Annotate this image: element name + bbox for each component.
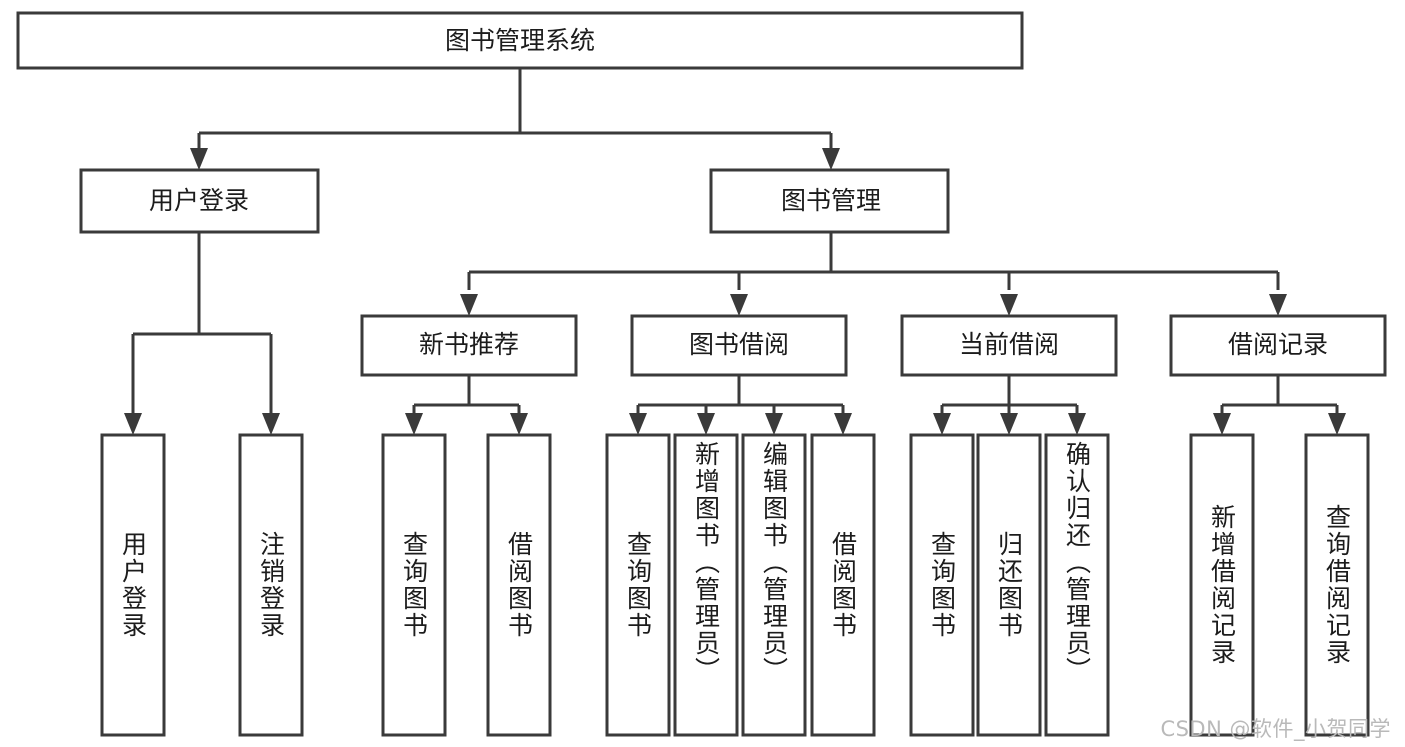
node-root[interactable] bbox=[16, 11, 1024, 70]
leaf-box-newbook-1[interactable] bbox=[381, 433, 447, 737]
connector-group-user-login bbox=[131, 232, 273, 413]
arrow-root-to-book-manage bbox=[822, 148, 840, 170]
node-user-login[interactable] bbox=[79, 168, 320, 234]
node-book-manage-label: 图书管理 bbox=[781, 186, 881, 215]
arrow-bookborrow-leaf-3 bbox=[765, 413, 783, 435]
arrow-bookmanage-to-borrow bbox=[730, 294, 748, 316]
node-new-book-recommend-label: 新书推荐 bbox=[419, 330, 519, 359]
leaf-box-bookborrow-3[interactable] bbox=[741, 433, 807, 737]
node-root-label: 图书管理系统 bbox=[445, 26, 595, 55]
arrow-root-to-user-login bbox=[190, 148, 208, 170]
arrow-bookborrow-leaf-1 bbox=[629, 413, 647, 435]
leaf-box-currentborrow-1[interactable] bbox=[909, 433, 975, 737]
node-book-manage[interactable] bbox=[709, 168, 950, 234]
node-book-borrow[interactable] bbox=[630, 314, 848, 377]
arrow-newbook-leaf-2 bbox=[510, 413, 528, 435]
arrow-currentborrow-leaf-1 bbox=[933, 413, 951, 435]
node-user-login-label: 用户登录 bbox=[149, 186, 249, 215]
leaf-box-borrowrecord-2[interactable] bbox=[1304, 433, 1370, 737]
arrow-user-login-leaf-2 bbox=[262, 413, 280, 435]
node-borrow-record[interactable] bbox=[1169, 314, 1387, 377]
connector-group-new-book bbox=[412, 375, 521, 413]
connector-group-book-borrow bbox=[636, 375, 845, 413]
leaf-box-newbook-2[interactable] bbox=[486, 433, 552, 737]
leaf-box-bookborrow-4[interactable] bbox=[810, 433, 876, 737]
arrow-bookborrow-leaf-2 bbox=[697, 413, 715, 435]
arrow-borrowrecord-leaf-1 bbox=[1213, 413, 1231, 435]
node-borrow-record-label: 借阅记录 bbox=[1228, 330, 1328, 359]
node-current-borrow[interactable] bbox=[900, 314, 1118, 377]
arrow-bookmanage-to-newbook bbox=[460, 294, 478, 316]
leaf-box-user-login-1[interactable] bbox=[100, 433, 166, 737]
leaf-box-bookborrow-2[interactable] bbox=[673, 433, 739, 737]
arrow-bookmanage-to-record bbox=[1269, 294, 1287, 316]
node-new-book-recommend[interactable] bbox=[360, 314, 578, 377]
leaf-box-bookborrow-1[interactable] bbox=[605, 433, 671, 737]
leaf-box-borrowrecord-1[interactable] bbox=[1189, 433, 1255, 737]
node-current-borrow-label: 当前借阅 bbox=[959, 330, 1059, 359]
arrow-bookborrow-leaf-4 bbox=[834, 413, 852, 435]
leaf-box-currentborrow-3[interactable] bbox=[1044, 433, 1110, 737]
connector-group-current-borrow bbox=[940, 375, 1079, 413]
node-book-borrow-label: 图书借阅 bbox=[689, 330, 789, 359]
connector-group-borrow-record bbox=[1220, 375, 1339, 413]
leaf-box-currentborrow-2[interactable] bbox=[976, 433, 1042, 737]
arrow-bookmanage-to-current bbox=[1000, 294, 1018, 316]
arrow-user-login-leaf-1 bbox=[124, 413, 142, 435]
arrow-currentborrow-leaf-3 bbox=[1068, 413, 1086, 435]
connector-group-book-manage bbox=[467, 232, 1280, 290]
arrow-currentborrow-leaf-2 bbox=[1000, 413, 1018, 435]
arrow-borrowrecord-leaf-2 bbox=[1328, 413, 1346, 435]
leaf-box-user-login-2[interactable] bbox=[238, 433, 304, 737]
connector-group-root bbox=[197, 68, 833, 148]
arrow-newbook-leaf-1 bbox=[405, 413, 423, 435]
